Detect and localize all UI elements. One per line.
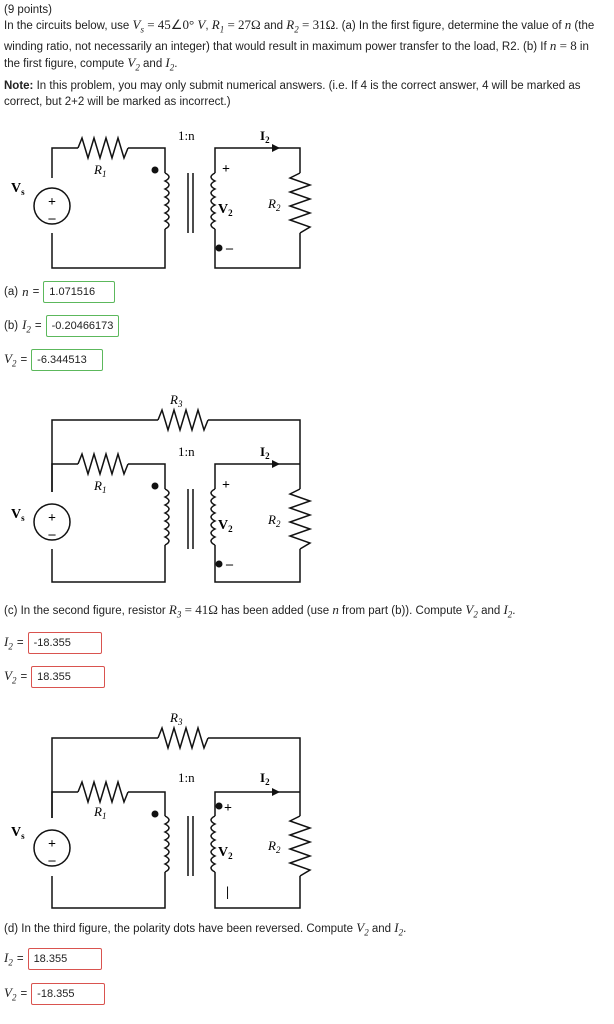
answer-d-i2-input[interactable]: 18.355: [27, 948, 102, 970]
svg-text:–: –: [48, 211, 57, 226]
answer-a-input[interactable]: 1.071516: [43, 281, 116, 303]
svg-text:Vs: Vs: [11, 825, 25, 841]
svg-text:–: –: [225, 241, 234, 256]
answer-d-v2-input[interactable]: -18.355: [31, 983, 106, 1005]
svg-text:+: +: [224, 801, 232, 816]
svg-text:+: +: [48, 511, 56, 526]
svg-text:R3: R3: [169, 710, 183, 727]
svg-text:I2: I2: [260, 128, 270, 145]
svg-text:Vs: Vs: [11, 507, 25, 523]
answer-c-v2-input[interactable]: 18.355: [31, 666, 106, 688]
answer-b-v2-input[interactable]: -6.344513: [31, 349, 104, 371]
svg-text:R1: R1: [93, 804, 106, 821]
answer-d-i2-row: I2= 18.355: [4, 948, 102, 970]
svg-text:R2: R2: [267, 196, 281, 213]
answer-c-v2-row: V2= 18.355: [4, 666, 106, 688]
svg-text:R2: R2: [267, 838, 281, 855]
answer-d-v2-row: V2= -18.355: [4, 983, 106, 1005]
svg-text:+: +: [48, 195, 56, 210]
answer-b-v2-row: V2= -6.344513: [4, 349, 104, 371]
circuit-figure-3: + – Vs R1 R3 1:n I2 + V2 | R2: [11, 710, 313, 909]
svg-text:1:n: 1:n: [178, 770, 195, 785]
svg-text:R2: R2: [267, 512, 281, 529]
svg-text:R1: R1: [93, 162, 106, 179]
svg-text:|: |: [226, 885, 229, 900]
svg-text:V2: V2: [218, 518, 233, 534]
svg-text:+: +: [48, 837, 56, 852]
answer-c-i2-input[interactable]: -18.355: [27, 632, 102, 654]
svg-text:–: –: [225, 557, 234, 572]
part-c-text: (c) In the second figure, resistor R3 = …: [4, 602, 516, 620]
svg-text:Vs: Vs: [11, 181, 25, 197]
answer-b-i2-row: (b)I2= -0.20466173: [4, 315, 120, 337]
problem-statement: In the circuits below, use Vs = 45∠0° V,…: [4, 17, 595, 73]
answer-c-i2-row: I2= -18.355: [4, 632, 102, 654]
svg-text:+: +: [222, 478, 230, 493]
svg-text:V2: V2: [218, 845, 233, 861]
answer-a-row: (a)n= 1.071516: [4, 281, 116, 303]
svg-text:R1: R1: [93, 478, 106, 495]
answer-b-i2-input[interactable]: -0.20466173: [45, 315, 120, 337]
svg-text:1:n: 1:n: [178, 128, 195, 143]
svg-text:–: –: [48, 853, 57, 868]
part-d-text: (d) In the third figure, the polarity do…: [4, 920, 407, 938]
svg-text:–: –: [48, 527, 57, 542]
svg-text:+: +: [222, 162, 230, 177]
svg-text:V2: V2: [218, 202, 233, 218]
note: Note: In this problem, you may only subm…: [4, 80, 581, 108]
circuit-figure-2: + – Vs R1 R3 1:n I2 + V2 – R2: [11, 392, 313, 583]
svg-text:1:n: 1:n: [178, 444, 195, 459]
circuit-figure-1: + – Vs R1 1:n I2 + V2 – R2: [11, 128, 313, 269]
svg-text:I2: I2: [260, 444, 270, 461]
svg-text:R3: R3: [169, 392, 183, 409]
svg-text:I2: I2: [260, 770, 270, 787]
points-label: (9 points): [4, 4, 52, 16]
